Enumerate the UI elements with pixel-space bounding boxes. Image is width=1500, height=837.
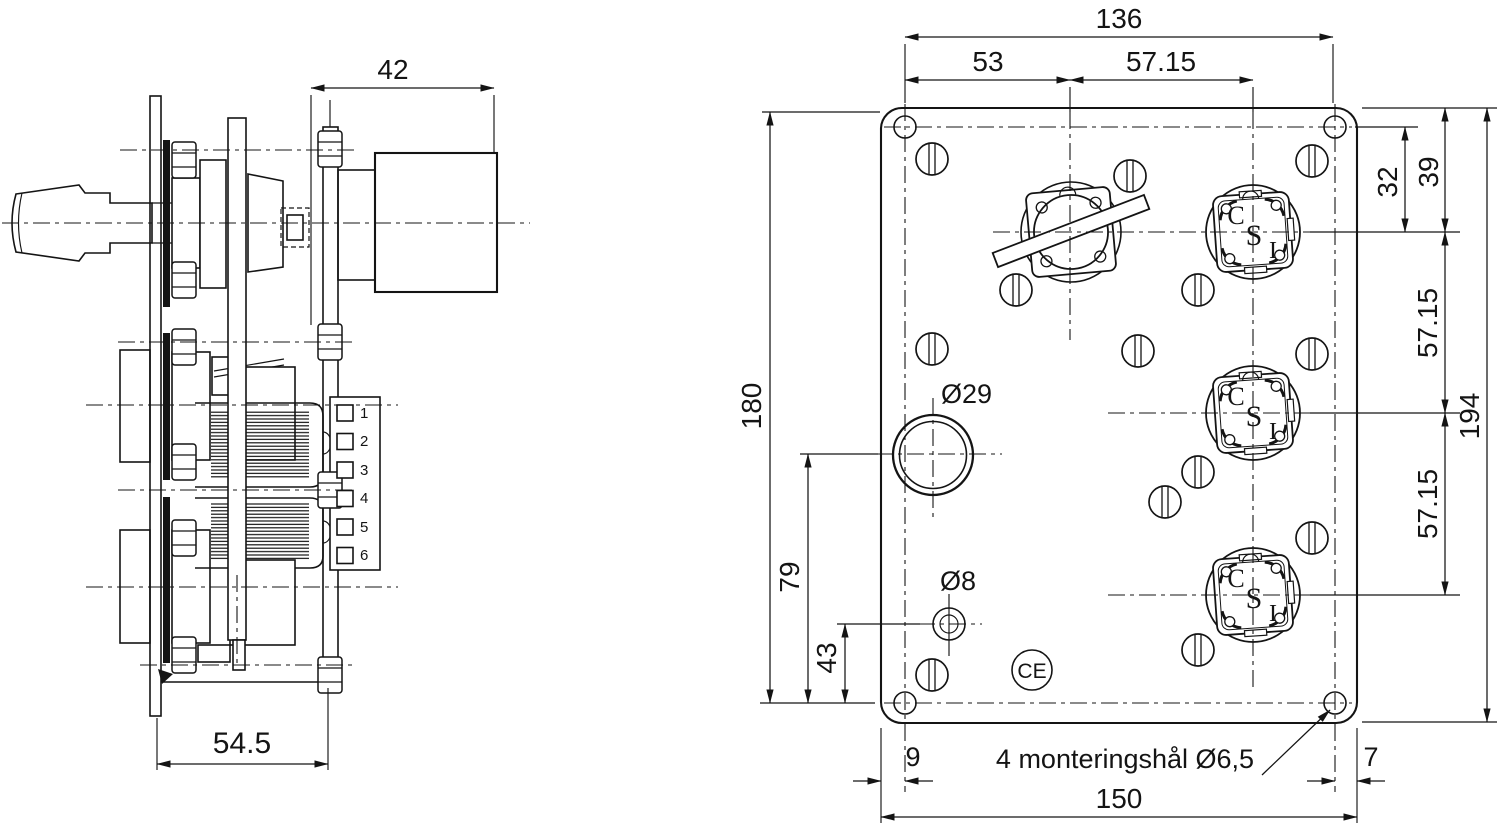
- hex-nut: [171, 443, 197, 481]
- connector-letter-i: I: [1269, 419, 1277, 445]
- connector-letter-c: C: [1227, 382, 1244, 411]
- hex-nut: [171, 261, 197, 299]
- dim-54-5-label: 54.5: [213, 727, 271, 760]
- connector-letter-s: S: [1246, 582, 1263, 615]
- front-view: C S I C S I C S I Ø29 Ø8: [736, 3, 1497, 823]
- terminal-label-6: 6: [360, 547, 368, 564]
- connector-top: C S I: [1204, 183, 1302, 281]
- dim-39-label: 39: [1413, 156, 1444, 187]
- terminal-label-4: 4: [360, 490, 368, 507]
- dim-79-label: 79: [774, 561, 805, 592]
- dim-9: 9: [853, 742, 933, 785]
- dim-57-15-lower-label: 57.15: [1412, 469, 1443, 539]
- mounting-note: 4 monteringshål Ø6,5: [996, 709, 1331, 776]
- screw-head-icon: [915, 142, 949, 176]
- dim-7-label: 7: [1363, 742, 1378, 772]
- dim-57-15-top-label: 57.15: [1126, 46, 1196, 77]
- coil-fins-upper: [211, 411, 309, 479]
- connector-letter-c: C: [1227, 201, 1244, 230]
- dim-150-label: 150: [1096, 783, 1143, 814]
- screw-head-icon: [915, 332, 949, 366]
- hole-29-label: Ø29: [941, 379, 992, 409]
- dim-136: 136: [904, 3, 1334, 103]
- connector-letter-s: S: [1246, 219, 1263, 252]
- hex-nut: [317, 130, 343, 168]
- dim-53: 53: [904, 46, 1071, 112]
- connector-middle: C S I: [1204, 364, 1302, 462]
- datum-arrow: [158, 669, 173, 684]
- hex-nut: [171, 636, 197, 674]
- terminal-label-3: 3: [360, 462, 368, 479]
- terminal-block: 1 2 3 4 5 6: [317, 396, 381, 571]
- dim-9-label: 9: [905, 742, 920, 772]
- actuator-bar: [227, 117, 247, 641]
- coil-fins-lower: [211, 503, 309, 561]
- dim-left-chain: 180 79 43: [736, 111, 920, 704]
- hex-nut: [171, 519, 197, 557]
- screw-head-icon: [1295, 521, 1329, 555]
- terminal-label-1: 1: [360, 405, 368, 422]
- dim-42: 42: [310, 54, 495, 325]
- screw-head-icon: [999, 273, 1033, 307]
- dim-42-label: 42: [377, 54, 408, 85]
- screw-head-icon: [1148, 485, 1182, 519]
- connector-letter-c: C: [1227, 564, 1244, 593]
- terminal-label-5: 5: [360, 519, 368, 536]
- screw-head-icon: [1121, 334, 1155, 368]
- dim-57-15-upper-label: 57.15: [1412, 288, 1443, 358]
- terminal-label-2: 2: [360, 433, 368, 450]
- hex-nut: [171, 141, 197, 179]
- hole-8-label: Ø8: [940, 566, 976, 596]
- dim-54-5: 54.5: [156, 688, 329, 770]
- switch-lever: [991, 193, 1151, 269]
- screw-head-icon: [1181, 633, 1215, 667]
- dim-136-label: 136: [1096, 3, 1143, 34]
- dim-150: 150: [880, 728, 1358, 823]
- dim-180-label: 180: [736, 383, 767, 430]
- side-view: 1 2 3 4 5 6 42 54.5: [2, 54, 530, 770]
- hex-nut: [171, 328, 197, 366]
- ce-mark-label: CE: [1017, 660, 1046, 683]
- dim-32-label: 32: [1372, 166, 1403, 197]
- connector-bottom: C S I: [1204, 546, 1302, 644]
- dim-57-15-top: 57.15: [1069, 46, 1254, 112]
- dim-43-label: 43: [811, 642, 842, 673]
- mounting-note-label: 4 monteringshål Ø6,5: [996, 744, 1254, 774]
- screw-head-icon: [915, 658, 949, 692]
- screw-head-icon: [1113, 159, 1147, 193]
- ce-mark: CE: [1011, 649, 1053, 691]
- dim-53-label: 53: [972, 46, 1003, 77]
- screw-head-icon: [1181, 455, 1215, 489]
- connector-letter-i: I: [1269, 601, 1277, 627]
- dim-7: 7: [1307, 742, 1385, 785]
- dim-194-label: 194: [1454, 393, 1485, 440]
- switch-handle: [11, 184, 153, 262]
- hex-nut: [317, 656, 343, 694]
- connector-letter-s: S: [1246, 400, 1263, 433]
- screw-head-icon: [1181, 273, 1215, 307]
- front-plate-edge: [149, 95, 162, 717]
- screw-head-icon: [1295, 337, 1329, 371]
- dim-right-chain: 32 39 57.15 57.15 194: [1310, 107, 1497, 723]
- connector-letter-i: I: [1269, 238, 1277, 264]
- rotary-switch: [991, 181, 1151, 283]
- screw-head-icon: [1295, 144, 1329, 178]
